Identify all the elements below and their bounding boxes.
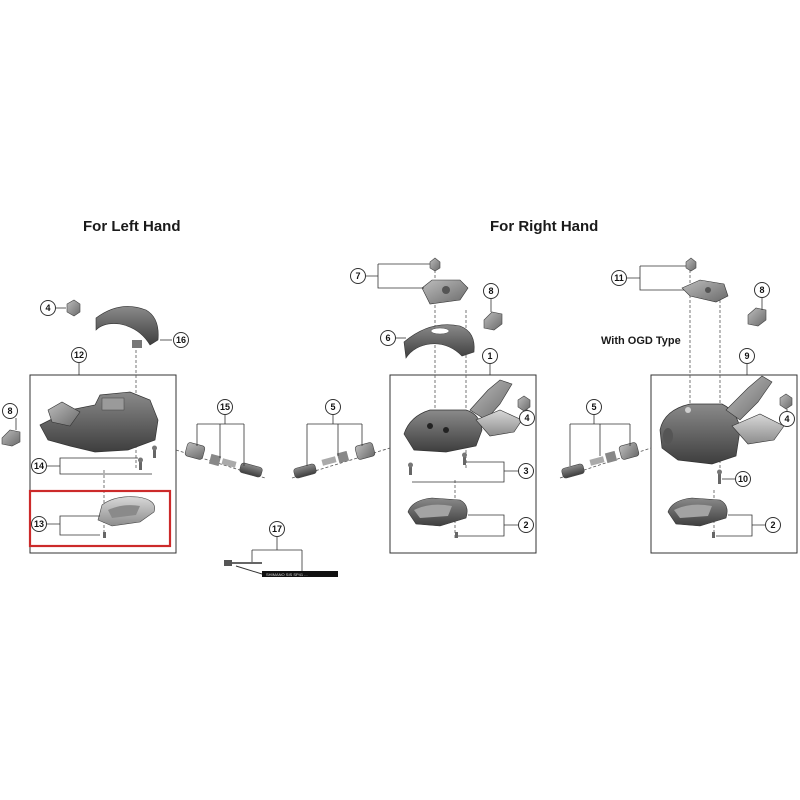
callout-15: 15 [217,399,233,415]
lower-cover-part [407,497,468,538]
callout-7: 7 [350,268,366,284]
svg-text:5: 5 [330,402,335,412]
cable-adjuster-part [291,442,391,479]
svg-text:8: 8 [488,286,493,296]
svg-text:2: 2 [523,520,528,530]
callout-1: 1 [482,348,498,364]
svg-text:2: 2 [770,520,775,530]
callout-labels: 4 16 12 8 14 13 15 17 7 8 6 1 5 4 3 2 11… [2,268,795,537]
callout-17: 17 [269,521,285,537]
cable-print: SHIMANO SIS SP41 ... [266,572,308,577]
clamp-bolt-part [747,307,767,327]
callout-16: 16 [173,332,189,348]
cap-nut-part [66,299,81,317]
svg-text:1: 1 [487,351,492,361]
svg-text:9: 9 [744,351,749,361]
callout-2: 2 [518,517,534,533]
svg-text:11: 11 [614,273,624,283]
callout-13: 13 [31,516,47,532]
left-hand-assembly [1,299,266,554]
svg-text:4: 4 [45,303,50,313]
callout-3: 3 [518,463,534,479]
clamp-bolt-part [1,429,21,447]
top-cover-part [403,324,475,359]
svg-text:5: 5 [591,402,596,412]
callout-4: 4 [519,410,535,426]
callout-6: 6 [380,330,396,346]
svg-text:7: 7 [355,271,360,281]
fixing-screws-part [408,452,467,475]
fixing-screws-part [138,445,157,470]
callout-5: 5 [325,399,341,415]
cable-adjuster-part [559,442,652,479]
top-cover-part [95,306,159,348]
lower-cover-part [667,497,728,538]
callout-4: 4 [779,411,795,427]
callout-10: 10 [735,471,751,487]
clamp-bolt-part [483,311,503,331]
callout-8: 8 [754,282,770,298]
svg-text:15: 15 [220,402,230,412]
inner-cable-part [224,536,338,577]
ogd-shifter-body-part [659,375,785,465]
ogd-type-assembly [559,257,798,554]
right-hand-assembly [291,257,537,554]
left-hand-heading: For Left Hand [83,218,181,235]
callout-8: 8 [483,283,499,299]
callout-14: 14 [31,458,47,474]
right-assembly-frame [389,374,537,554]
right-shifter-body-part [403,379,523,453]
svg-text:13: 13 [34,519,44,529]
left-assembly-frame [29,374,177,554]
svg-text:17: 17 [272,524,282,534]
ogd-type-heading: With OGD Type [601,335,681,347]
cap-nut-part [779,393,793,410]
right-hand-heading: For Right Hand [490,218,599,235]
callout-8: 8 [2,403,18,419]
svg-text:8: 8 [759,285,764,295]
svg-text:14: 14 [34,461,44,471]
svg-text:3: 3 [523,466,528,476]
callout-9: 9 [739,348,755,364]
fixing-plate-part [421,257,469,305]
highlight-box [28,489,172,548]
svg-text:16: 16 [176,335,186,345]
callout-4: 4 [40,300,56,316]
left-shifter-body-part [39,391,159,453]
callout-2: 2 [765,517,781,533]
callout-5: 5 [586,399,602,415]
svg-text:4: 4 [784,414,789,424]
lower-cover-part [97,496,155,538]
ogd-assembly-frame [650,374,798,554]
fixing-plate-part [681,257,729,303]
svg-text:12: 12 [74,350,84,360]
fixing-screw-part [717,469,722,484]
cable-adjuster-part [175,442,266,479]
cap-nut-part [517,395,531,412]
svg-text:10: 10 [738,474,748,484]
callout-11: 11 [611,270,627,286]
svg-text:4: 4 [524,413,529,423]
svg-text:6: 6 [385,333,390,343]
callout-12: 12 [71,347,87,363]
svg-text:8: 8 [7,406,12,416]
